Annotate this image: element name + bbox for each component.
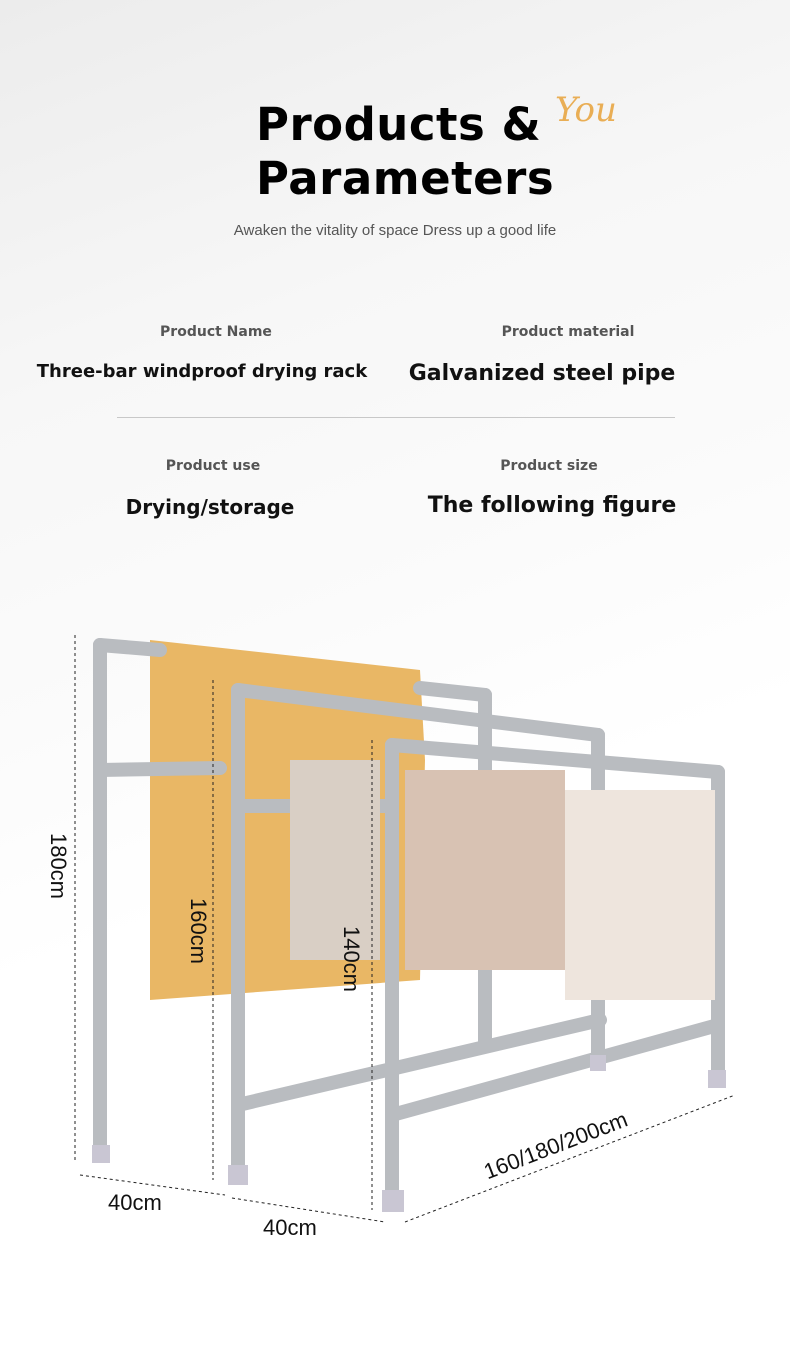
dimension-height-front: 140cm xyxy=(339,925,365,993)
dimension-depth-2: 40cm xyxy=(263,1215,317,1240)
param-label-size: Product size xyxy=(500,458,598,474)
param-label-use: Product use xyxy=(165,458,261,474)
dimension-height-back: 180cm xyxy=(46,832,72,900)
logo: You xyxy=(555,90,617,130)
param-value-use: Drying/storage xyxy=(125,495,295,519)
param-label-material: Product material xyxy=(501,324,635,340)
param-value-name: Three-bar windproof drying rack xyxy=(36,361,368,382)
rack-feet xyxy=(92,1055,726,1212)
subtitle: Awaken the vitality of space Dress up a … xyxy=(233,222,557,239)
divider xyxy=(117,417,675,418)
drying-rack-illustration xyxy=(74,635,736,1223)
dimension-height-middle: 160cm xyxy=(186,897,212,965)
dimension-depth-1: 40cm xyxy=(108,1190,162,1215)
param-value-material: Galvanized steel pipe xyxy=(408,361,676,386)
dimension-lines xyxy=(74,635,736,1223)
hanging-clothes xyxy=(290,760,715,1000)
page-title: Products & Parameters xyxy=(256,98,555,205)
param-label-name: Product Name xyxy=(160,324,272,340)
param-value-size: The following figure xyxy=(427,493,677,518)
